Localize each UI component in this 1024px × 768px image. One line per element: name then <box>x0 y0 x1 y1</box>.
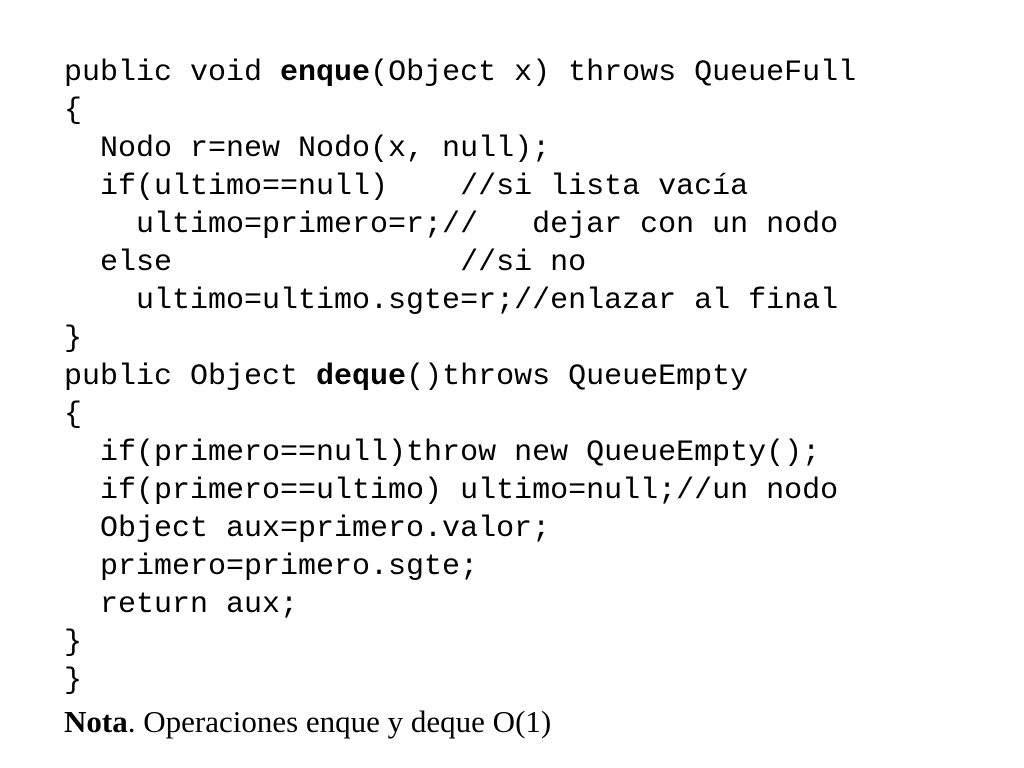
note-label: Nota <box>64 704 128 739</box>
code-line: else //si no <box>64 246 587 280</box>
note-text: . Operaciones enque y deque O(1) <box>127 704 552 739</box>
code-line: Nodo r=new Nodo(x, null); <box>64 132 551 166</box>
code-line: ultimo=ultimo.sgte=r;//enlazar al final <box>64 284 839 318</box>
code-line: return aux; <box>64 588 299 622</box>
code-text: public Object <box>64 360 317 394</box>
code-text: public void <box>64 56 281 90</box>
method-name-deque: deque <box>316 360 407 394</box>
code-line: } <box>64 626 83 660</box>
code-text: (Object x) throws QueueFull <box>370 56 857 90</box>
code-line: } <box>64 322 83 356</box>
code-line: if(ultimo==null) //si lista vacía <box>64 170 749 204</box>
code-line-enque-signature: public void enque(Object x) throws Queue… <box>64 54 1004 92</box>
code-line: { <box>64 94 83 128</box>
code-text: ()throws QueueEmpty <box>406 360 749 394</box>
code-line: } <box>64 664 83 698</box>
code-line: if(primero==null)throw new QueueEmpty(); <box>64 436 821 470</box>
code-block: public void enque(Object x) throws Queue… <box>64 54 1004 700</box>
code-line: Object aux=primero.valor; <box>64 512 551 546</box>
code-line: { <box>64 398 83 432</box>
note-line: Nota. Operaciones enque y deque O(1) <box>64 702 551 742</box>
code-line-deque-signature: public Object deque()throws QueueEmpty <box>64 358 1004 396</box>
code-line: primero=primero.sgte; <box>64 550 479 584</box>
method-name-enque: enque <box>280 56 371 90</box>
code-line: ultimo=primero=r;// dejar con un nodo <box>64 208 839 242</box>
code-line: if(primero==ultimo) ultimo=null;//un nod… <box>64 474 839 508</box>
